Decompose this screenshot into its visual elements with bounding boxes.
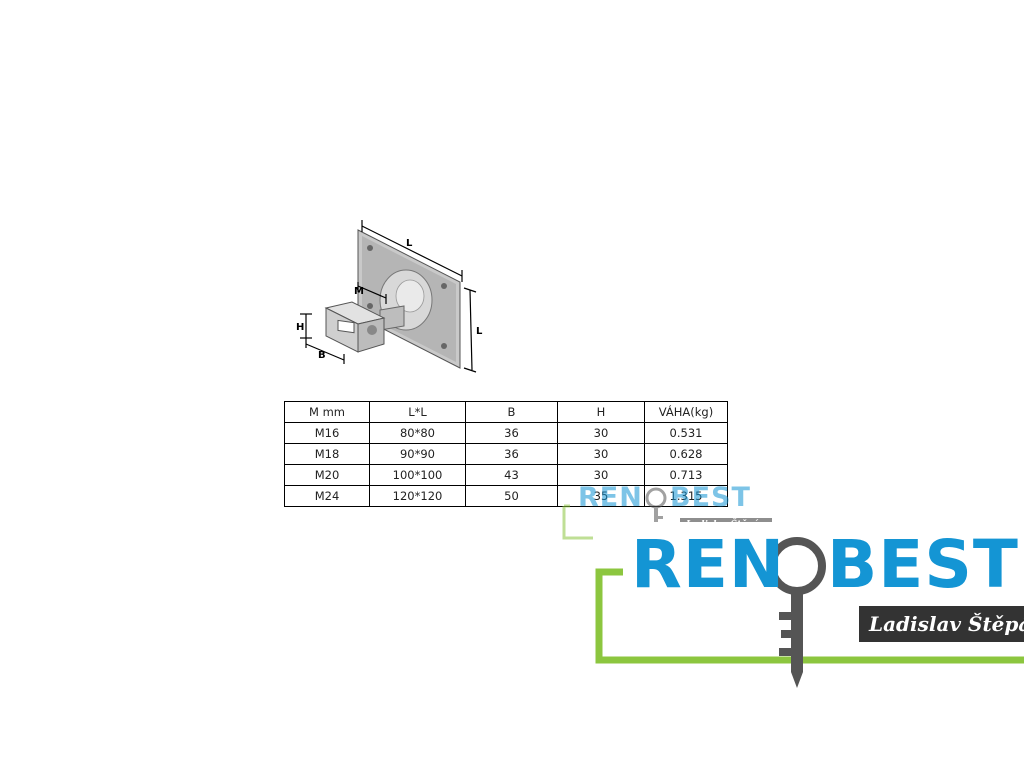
column-header: VÁHA(kg) [644, 401, 728, 423]
table-row: M18 90*90 36 30 0.628 [284, 443, 728, 465]
table-cell: 43 [465, 464, 558, 486]
plate-hole [441, 283, 447, 289]
table-cell: 120*120 [369, 485, 466, 507]
table-cell: 30 [557, 443, 645, 465]
brand-name-right: BEST [827, 526, 1019, 603]
brand-name-right: BEST [670, 482, 751, 513]
product-drawing: L L M H B [296, 220, 483, 373]
table-cell: 90*90 [369, 443, 466, 465]
plate-hole [441, 343, 447, 349]
dim-label-l-top: L [406, 238, 413, 249]
column-header: B [465, 401, 558, 423]
dim-label-m: M [354, 286, 364, 297]
table-cell: 100*100 [369, 464, 466, 486]
table-cell: M24 [284, 485, 370, 507]
dim-label-b: B [318, 350, 326, 361]
brand-name-left: REN [578, 482, 643, 513]
watermark-small: REN BEST Ladislav Štěpán [560, 482, 772, 542]
plate-hole [367, 245, 373, 251]
table-cell: 36 [465, 443, 558, 465]
table-cell: 30 [557, 422, 645, 444]
column-header: L*L [369, 401, 466, 423]
table-cell: 35 [557, 485, 645, 507]
table-cell: 50 [465, 485, 558, 507]
logo-frame [595, 568, 1024, 664]
column-header: M mm [284, 401, 370, 423]
table-cell: M16 [284, 422, 370, 444]
table-cell: 36 [465, 422, 558, 444]
table-cell: M18 [284, 443, 370, 465]
brand-name-left: REN [631, 526, 786, 603]
watermark-logo: REN BEST Ladislav Štěpán [593, 522, 1024, 692]
column-header: H [557, 401, 645, 423]
table-row: M20 100*100 43 30 0.713 [284, 464, 728, 486]
table-row: M16 80*80 36 30 0.531 [284, 422, 728, 444]
table-cell: 0.628 [644, 443, 728, 465]
dimension-lines [300, 220, 477, 373]
key-icon [768, 537, 826, 688]
spec-table: M mm L*L B H VÁHA(kg) M16 80*80 36 30 0.… [284, 401, 728, 507]
table-cell: 0.531 [644, 422, 728, 444]
plate-hole [367, 303, 373, 309]
table-cell: M20 [284, 464, 370, 486]
table-header-row: M mm L*L B H VÁHA(kg) [284, 401, 728, 423]
table-cell: 80*80 [369, 422, 466, 444]
dim-label-l-side: L [476, 326, 483, 337]
dim-label-h: H [296, 322, 304, 333]
owner-tag: Ladislav Štěpán [859, 606, 1024, 642]
